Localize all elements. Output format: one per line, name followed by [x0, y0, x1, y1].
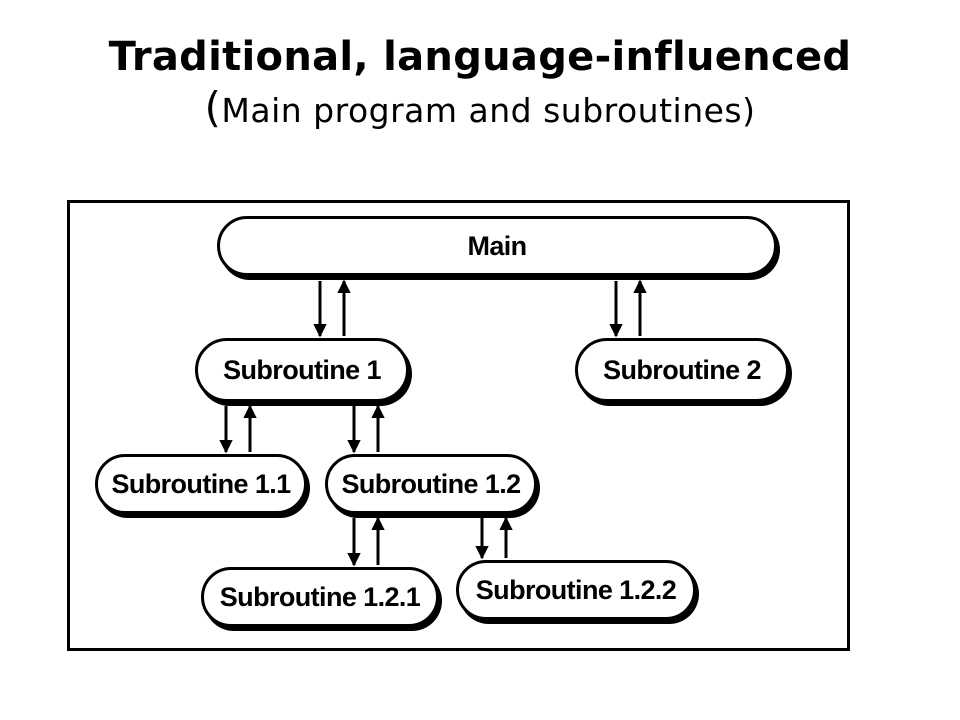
node-subroutine-2: Subroutine 2 [575, 338, 789, 402]
node-subroutine-1-2-1: Subroutine 1.2.1 [201, 567, 439, 627]
page-title: Traditional, language-influenced (Main p… [0, 30, 960, 135]
title-main: Traditional, language-influenced [108, 34, 852, 80]
node-subroutine-1-1: Subroutine 1.1 [95, 454, 307, 514]
node-main: Main [217, 216, 777, 276]
node-subroutine-1: Subroutine 1 [195, 338, 409, 402]
node-subroutine-1-2-2: Subroutine 1.2.2 [456, 560, 696, 620]
title-subtitle-text: Main program and subroutines) [221, 91, 756, 130]
node-subroutine-1-2: Subroutine 1.2 [325, 454, 537, 514]
title-subtitle-paren: ( [204, 83, 222, 132]
title-subtitle: (Main program and subroutines) [0, 84, 960, 135]
